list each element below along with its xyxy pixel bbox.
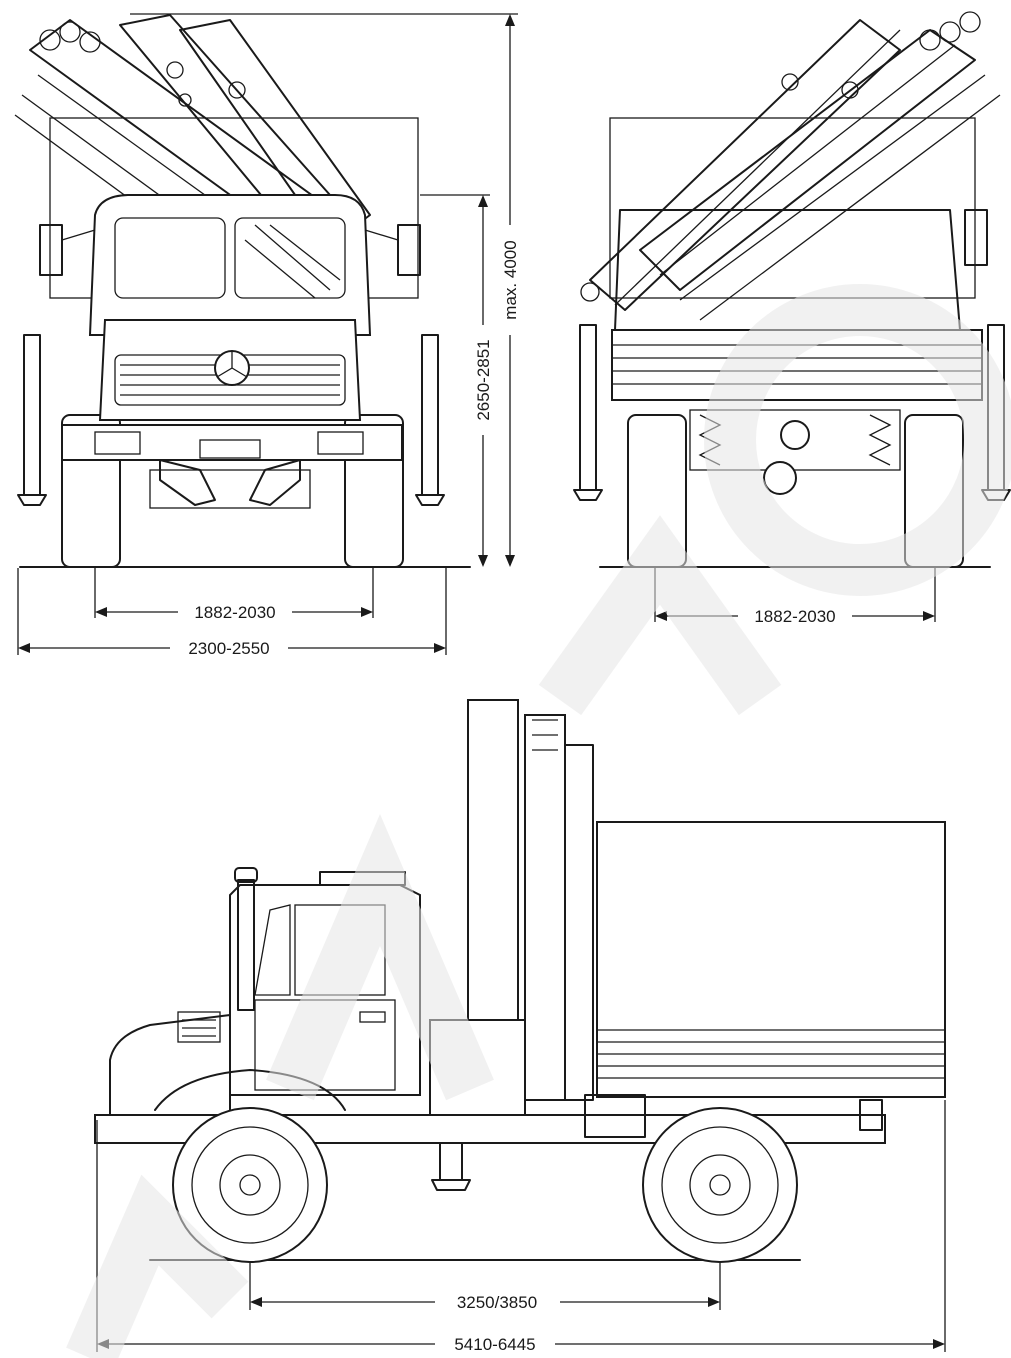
front-right-headlight — [317, 431, 364, 455]
side-fuel-tank — [584, 1094, 646, 1138]
front-right-stabiliser — [421, 334, 439, 496]
rear-view — [573, 11, 1011, 568]
wheelbase-label: 3250/3850 — [457, 1293, 537, 1312]
side-front-fender — [154, 1069, 346, 1111]
front-view — [14, 14, 471, 568]
front-bumper — [61, 424, 403, 461]
watermark — [66, 284, 1011, 1358]
side-stabiliser-foot — [431, 1179, 471, 1191]
side-crane-boom-stack — [524, 714, 566, 1101]
front-track-label: 1882-2030 — [194, 603, 275, 622]
front-windshield-left — [114, 217, 226, 299]
front-left-stabiliser-foot — [17, 494, 47, 506]
crane-height-label: 2650-2851 — [474, 339, 493, 420]
side-view — [94, 699, 946, 1263]
front-right-tow-plate — [249, 459, 301, 506]
front-windshield-right — [234, 217, 346, 299]
max-height-label: max. 4000 — [501, 240, 520, 319]
front-left-mirror — [39, 224, 63, 276]
front-cab — [88, 194, 372, 336]
front-winch — [199, 439, 261, 459]
front-width-label: 2300-2550 — [188, 639, 269, 658]
overall-length-label: 5410-6445 — [454, 1335, 535, 1354]
front-right-mirror — [397, 224, 421, 276]
rear-tow-hitch — [780, 420, 810, 450]
rear-right-mirror — [964, 209, 988, 266]
front-left-tow-plate — [159, 459, 216, 506]
front-right-stabiliser-foot — [415, 494, 445, 506]
side-hood — [109, 1013, 231, 1121]
rear-track-label: 1882-2030 — [754, 607, 835, 626]
side-cargo-box — [596, 821, 946, 1098]
side-windshield — [254, 904, 291, 996]
rear-crane-booms — [580, 11, 1001, 321]
rear-left-stabiliser — [579, 324, 597, 491]
front-left-stabiliser — [23, 334, 41, 496]
side-rear-wheel — [642, 1107, 798, 1263]
side-exhaust-stack — [237, 879, 255, 1011]
side-front-wheel — [172, 1107, 328, 1263]
side-hood-vent — [177, 1011, 221, 1043]
rear-differential — [763, 461, 797, 495]
front-left-headlight — [94, 431, 141, 455]
side-door-handle — [359, 1011, 386, 1023]
